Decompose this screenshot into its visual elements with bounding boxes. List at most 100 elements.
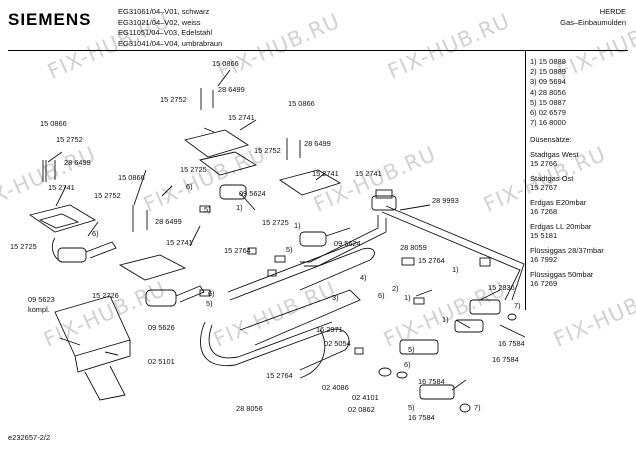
callout-label: 4) — [360, 273, 367, 282]
nozzle-group: Stadtgas Ost 15 2767 — [530, 174, 604, 192]
model-line: EG31061/04–V01, schwarz — [118, 7, 210, 16]
part-label: kompl. — [28, 305, 50, 314]
callout-label: 2) — [392, 284, 399, 293]
part-label: 16 7584 — [408, 413, 435, 422]
nozzle-title: Düsensätze: — [530, 135, 572, 144]
part-label: 15 2752 — [160, 95, 187, 104]
callout-label: 1) — [442, 315, 449, 324]
callout-label: 6) — [186, 182, 193, 191]
nozzle-part: 16 7268 — [530, 207, 558, 216]
callout-label: 1) — [236, 203, 243, 212]
header-divider — [8, 50, 628, 51]
nozzle-group: Erdgas LL 20mbar 15 5181 — [530, 222, 604, 240]
model-list: EG31061/04–V01, schwarz EG31021/04–V02, … — [118, 7, 222, 49]
callout-label: 6) — [404, 360, 411, 369]
nozzle-gas-type: Flüssiggas 50mbar — [530, 270, 594, 279]
legend-item: 2) 15 0889 — [530, 67, 566, 77]
callout-label: 1) — [294, 221, 301, 230]
part-label: 02 0862 — [348, 405, 375, 414]
part-label: 15 0866 — [288, 99, 315, 108]
callout-label: 5) — [408, 403, 415, 412]
nozzle-group: Erdgas E20mbar 16 7268 — [530, 198, 604, 216]
callout-label: 5) — [286, 245, 293, 254]
callout-label: 6) — [208, 289, 215, 298]
model-line: EG31041/04–V04, umbrabraun — [118, 38, 223, 48]
nozzle-gas-type: Erdgas E20mbar — [530, 198, 587, 207]
nozzle-gas-type: Stadtgas Ost — [530, 174, 574, 183]
part-label: 15 2741 — [312, 169, 339, 178]
part-label: 28 8056 — [236, 404, 263, 413]
part-label: 09 5626 — [148, 323, 175, 332]
callout-label: 7) — [474, 403, 481, 412]
part-label: 28 6499 — [64, 158, 91, 167]
category-title: HERDE — [599, 7, 626, 16]
legend-item: 1) 15 0888 — [530, 57, 566, 66]
legend-item: 5) 15 0887 — [530, 97, 566, 107]
part-label: 15 2741 — [228, 113, 255, 122]
part-label: 28 6499 — [155, 217, 182, 226]
brand-logo: SIEMENS — [8, 10, 92, 29]
part-label: 28 6499 — [304, 139, 331, 148]
callout-label: 1) — [452, 265, 459, 274]
callout-legend: 1) 15 0888 2) 15 0889 3) 09 5694 4) 28 8… — [530, 57, 566, 128]
nozzle-group: Flüssiggas 28/37mbar 16 7992 — [530, 246, 604, 264]
legend-item: 6) 02 6579 — [530, 108, 566, 118]
nozzle-part: 16 7992 — [530, 255, 558, 264]
part-label: 15 0866 — [212, 59, 239, 68]
part-label: 28 8059 — [400, 243, 427, 252]
part-label: 09 5624 — [334, 239, 361, 248]
part-label: 15 2741 — [355, 169, 382, 178]
callout-label: 5) — [206, 299, 213, 308]
part-label: 16 7584 — [418, 377, 445, 386]
nozzle-part: 15 5181 — [530, 231, 558, 240]
model-line: EG31021/04–V02, weiss — [118, 17, 201, 27]
part-label: 16 2971 — [316, 325, 343, 334]
category-block: HERDE Gas–Einbaumulden — [560, 7, 626, 28]
category-subtitle: Gas–Einbaumulden — [560, 17, 626, 27]
part-label: 15 2752 — [254, 146, 281, 155]
part-label: 15 2741 — [48, 183, 75, 192]
nozzle-group: Stadtgas West 15 2766 — [530, 150, 604, 168]
part-label: 15 2725 — [10, 242, 37, 251]
legend-item: 7) 16 8000 — [530, 118, 566, 128]
part-label: 15 2752 — [56, 135, 83, 144]
part-label: 15 2764 — [224, 246, 251, 255]
part-label: 02 5054 — [324, 339, 351, 348]
part-label: 28 6499 — [218, 85, 245, 94]
part-label: 09 5623 — [28, 295, 55, 304]
part-label: 16 7584 — [498, 339, 525, 348]
callout-label: 6) — [92, 229, 99, 238]
callout-label: 1) — [404, 293, 411, 302]
part-label: 15 0866 — [118, 173, 145, 182]
part-label: 02 5101 — [148, 357, 175, 366]
part-label: 09 5624 — [239, 189, 266, 198]
nozzle-sets: Düsensätze: Stadtgas West 15 2766 Stadtg… — [530, 135, 604, 294]
part-label: 15 0866 — [40, 119, 67, 128]
part-label: 16 7584 — [492, 355, 519, 364]
nozzle-part: 16 7269 — [530, 279, 558, 288]
part-label: 15 2726 — [92, 291, 119, 300]
part-label: 28 9993 — [432, 196, 459, 205]
nozzle-group: Flüssiggas 50mbar 16 7269 — [530, 270, 604, 288]
part-label: 15 2764 — [266, 371, 293, 380]
callout-label: 3) — [332, 293, 339, 302]
nozzle-part: 15 2767 — [530, 183, 558, 192]
part-label: 15 2752 — [94, 191, 121, 200]
legend-item: 4) 28 8056 — [530, 87, 566, 97]
part-label: 15 2741 — [166, 238, 193, 247]
nozzle-gas-type: Stadtgas West — [530, 150, 579, 159]
part-label: 15 2764 — [418, 256, 445, 265]
document-id: e232657-2/2 — [8, 433, 51, 442]
part-label: 02 4101 — [352, 393, 379, 402]
part-label: 02 4086 — [322, 383, 349, 392]
model-line: EG11051/04–V03, Edelstahl — [118, 28, 213, 37]
nozzle-gas-type: Flüssiggas 28/37mbar — [530, 246, 604, 255]
drawing-linework — [28, 69, 526, 413]
nozzle-gas-type: Erdgas LL 20mbar — [530, 222, 592, 231]
legend-item: 3) 09 5694 — [530, 77, 566, 87]
callout-label: 5) — [204, 205, 211, 214]
sidebar-divider — [525, 50, 526, 310]
callout-label: 5) — [408, 345, 415, 354]
callout-label: 7) — [514, 301, 521, 310]
